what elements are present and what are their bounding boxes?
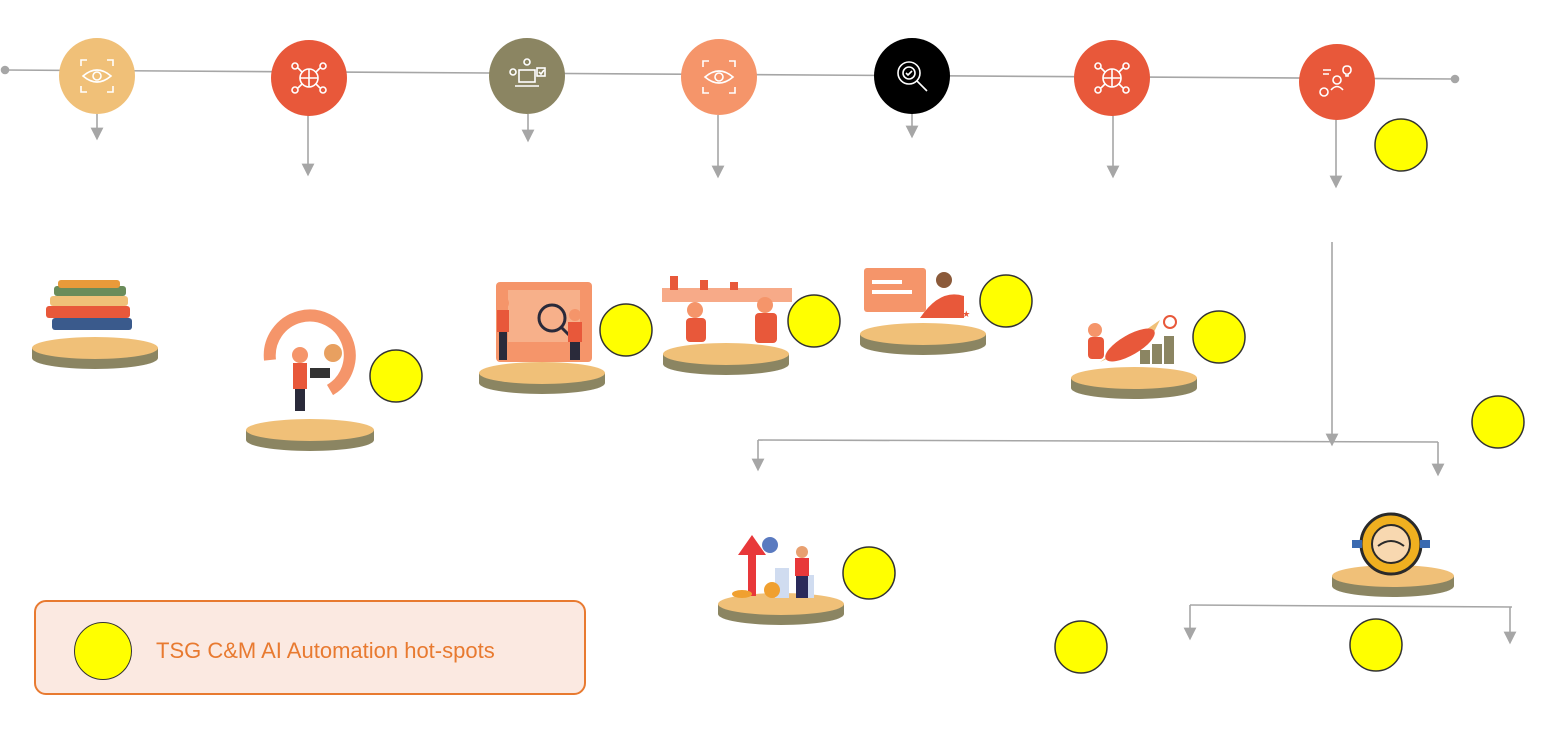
timeline-node-4 bbox=[681, 39, 757, 115]
legend-hotspot-swatch bbox=[74, 622, 132, 680]
gear-magnifier-icon bbox=[897, 61, 928, 92]
factory-team-illustration bbox=[662, 276, 792, 343]
pedestal-1 bbox=[32, 337, 158, 369]
timeline-node-6 bbox=[1074, 40, 1150, 116]
pedestal-8 bbox=[1332, 565, 1454, 597]
pedestals bbox=[32, 323, 1454, 625]
timeline-node-2 bbox=[271, 40, 347, 116]
hotspot-4 bbox=[979, 274, 1033, 328]
sub-branch-horizontal bbox=[1189, 604, 1513, 608]
global-network-icon bbox=[1094, 62, 1130, 94]
timeline-node-3 bbox=[489, 38, 565, 114]
hotspot-3 bbox=[787, 294, 841, 348]
pedestal-6 bbox=[1071, 367, 1197, 399]
growth-chart-coins-illustration bbox=[732, 535, 814, 598]
hotspot-7 bbox=[1471, 395, 1525, 449]
hotspot-9 bbox=[1054, 620, 1108, 674]
pedestal-5 bbox=[860, 323, 986, 355]
workflow-laptop-icon bbox=[509, 58, 546, 87]
svg-text:★★★★★: ★★★★★ bbox=[930, 310, 970, 320]
hotspot-1 bbox=[369, 349, 423, 403]
global-network-icon bbox=[291, 62, 327, 94]
handshake-gear-illustration bbox=[1352, 512, 1430, 576]
pedestal-2 bbox=[246, 419, 374, 451]
legend-label: TSG C&M AI Automation hot-spots bbox=[156, 638, 495, 663]
person-laptop-gears-illustration bbox=[263, 309, 356, 411]
timeline-node-1 bbox=[59, 38, 135, 114]
people-ideas-icon bbox=[1319, 65, 1352, 97]
hotspot-8 bbox=[842, 546, 896, 600]
legend-box: TSG C&M AI Automation hot-spots bbox=[34, 600, 586, 695]
research-screen-illustration bbox=[496, 282, 592, 362]
rating-review-illustration: ★★★★★ bbox=[864, 268, 970, 320]
timeline-node-7 bbox=[1299, 44, 1375, 120]
eye-scan-icon bbox=[702, 60, 736, 94]
hotspot-5 bbox=[1192, 310, 1246, 364]
pedestal-3 bbox=[479, 362, 605, 394]
pedestal-4 bbox=[663, 343, 789, 375]
timeline-node-5 bbox=[874, 38, 950, 114]
hotspot-2 bbox=[599, 303, 653, 357]
hotspot-10 bbox=[1349, 618, 1403, 672]
timeline-end-dot bbox=[1450, 74, 1460, 84]
hotspots bbox=[369, 118, 1525, 674]
hotspot-6 bbox=[1374, 118, 1428, 172]
eye-scan-icon bbox=[80, 59, 114, 93]
branch-horizontal bbox=[757, 439, 1439, 443]
books-stack-illustration bbox=[46, 280, 132, 330]
timeline-start-dot bbox=[0, 65, 10, 75]
pedestal-7 bbox=[718, 593, 844, 625]
rocket-growth-illustration bbox=[1088, 315, 1177, 364]
